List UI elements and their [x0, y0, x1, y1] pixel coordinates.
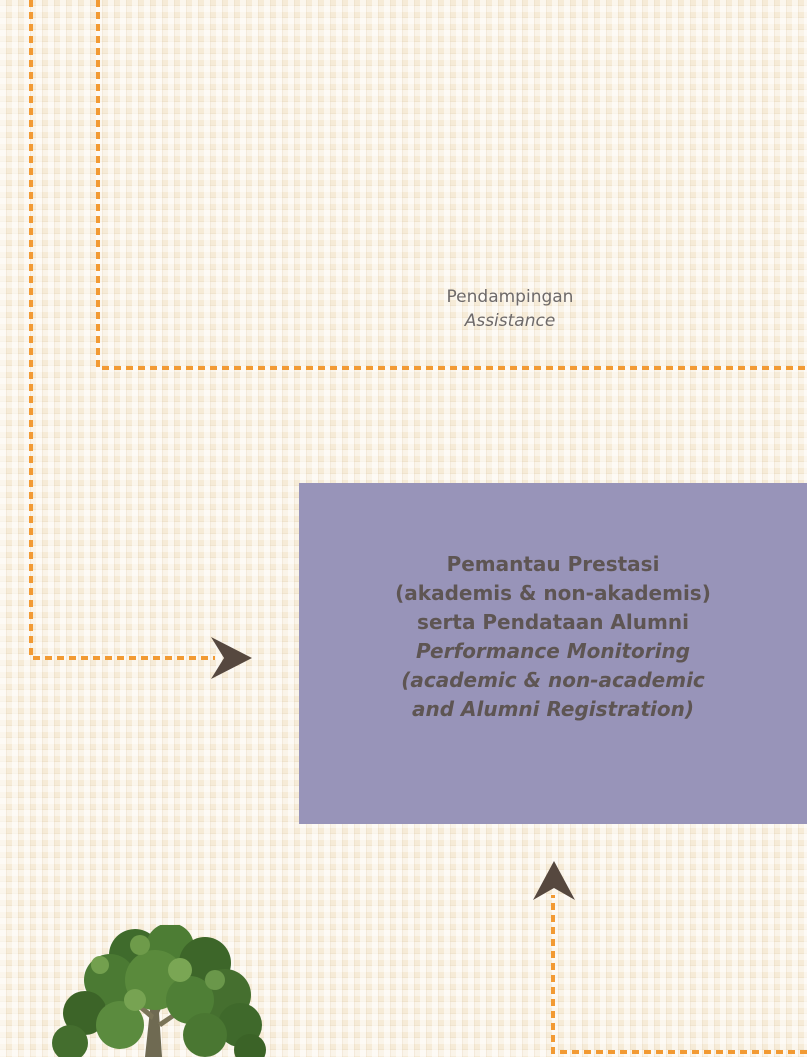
performance-monitoring-text: Pemantau Prestasi (akademis & non-akadem…	[299, 550, 807, 724]
connector-assistance	[96, 0, 807, 370]
assistance-label-id: Pendampingan	[446, 287, 574, 307]
performance-monitoring-box: Pemantau Prestasi (akademis & non-akadem…	[299, 483, 807, 824]
box-line-3: serta Pendataan Alumni	[417, 610, 689, 634]
box-line-6: and Alumni Registration)	[412, 697, 694, 721]
box-line-4: Performance Monitoring	[415, 639, 691, 663]
box-line-5: (academic & non-academic	[401, 668, 705, 692]
arrowhead-icon	[211, 637, 252, 679]
assistance-label-en: Assistance	[464, 311, 556, 331]
assistance-label: Pendampingan Assistance	[360, 285, 660, 333]
connector-left-outer	[29, 0, 215, 660]
box-line-2: (akademis & non-akademis)	[395, 581, 711, 605]
connector-bottom	[551, 895, 807, 1054]
box-line-1: Pemantau Prestasi	[446, 552, 660, 576]
arrowhead-icon	[533, 861, 575, 900]
tree-icon	[52, 925, 266, 1057]
